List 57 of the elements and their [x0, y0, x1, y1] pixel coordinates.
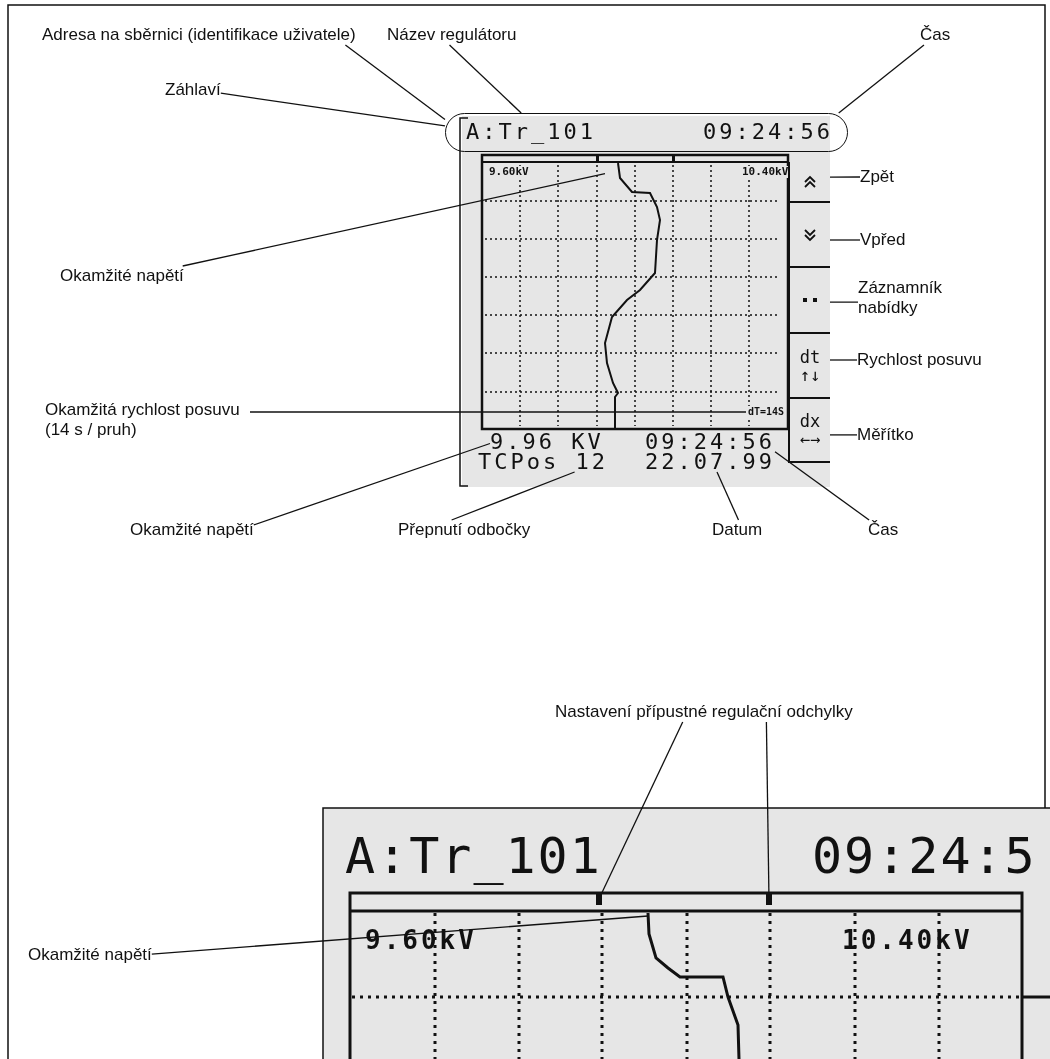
leader-line	[765, 721, 770, 894]
scale-label: 10.40kV	[842, 925, 973, 955]
lcd-readout: A:Tr_101	[345, 828, 602, 884]
leader-line	[829, 301, 859, 303]
callout-label: Okamžité napětí	[28, 945, 152, 965]
side-button	[788, 203, 830, 268]
leader-line	[151, 915, 649, 955]
side-button	[788, 162, 830, 203]
callout-label: Přepnutí odbočky	[398, 520, 531, 540]
callout-label: Název regulátoru	[387, 25, 517, 45]
leader-line	[829, 359, 858, 361]
leader-line	[253, 442, 491, 526]
leader-line	[829, 434, 858, 436]
callout-label: Zpět	[860, 167, 895, 187]
leader-line	[450, 471, 576, 521]
leader-line	[829, 176, 861, 178]
callout-label: Okamžité napětí	[130, 520, 254, 540]
lcd-readout: 09:24:56	[703, 122, 833, 142]
lcd-readout: 22.07.99	[645, 452, 775, 472]
voltage-trace	[646, 912, 741, 1059]
lcd-readout: 9.96 KV	[490, 432, 604, 452]
leader-line	[774, 451, 870, 521]
side-button	[788, 268, 830, 334]
leader-line	[448, 44, 522, 114]
side-button: dx ←→	[788, 399, 830, 463]
callout-label: Rychlost posuvu	[857, 350, 982, 370]
callout-label: Nastavení přípustné regulační odchylky	[555, 702, 853, 722]
leader-line	[601, 721, 684, 894]
callout-label: Vpřed	[860, 230, 906, 250]
lcd-readout: dT=14S	[746, 406, 785, 418]
scale-label: 10.40kV	[740, 166, 789, 178]
voltage-trace	[604, 162, 661, 429]
callout-label: Čas	[868, 520, 899, 540]
leader-line	[716, 471, 740, 521]
lcd-readout: A:Tr_101	[466, 122, 596, 142]
lcd-readout: TCPos 12	[478, 452, 608, 472]
lcd-readout: 09:24:5	[812, 828, 1037, 884]
tolerance-tick	[596, 893, 602, 905]
callout-label: Měřítko	[857, 425, 914, 445]
scale-label: 9.60kV	[487, 166, 529, 178]
leader-line	[182, 172, 606, 267]
scale-label: 9.60kV	[365, 925, 477, 955]
leader-line	[249, 411, 747, 413]
leader-line	[829, 239, 861, 241]
leader-line	[220, 92, 446, 127]
callout-label: Okamžitá rychlost posuvu (14 s / pruh)	[45, 400, 250, 440]
side-button: dt ↑↓	[788, 334, 830, 399]
leader-line	[344, 44, 446, 121]
lcd-readout: 09:24:56	[645, 432, 775, 452]
callout-label: Záhlaví	[165, 80, 221, 100]
callout-label: Čas	[920, 25, 951, 45]
callout-label: Adresa na sběrnici (identifikace uživatele)	[42, 25, 356, 45]
tolerance-tick	[766, 893, 772, 905]
leader-line	[838, 44, 925, 114]
callout-label: Záznamník nabídky	[858, 278, 953, 318]
callout-label: Okamžité napětí	[60, 266, 184, 286]
callout-label: Datum	[712, 520, 763, 540]
